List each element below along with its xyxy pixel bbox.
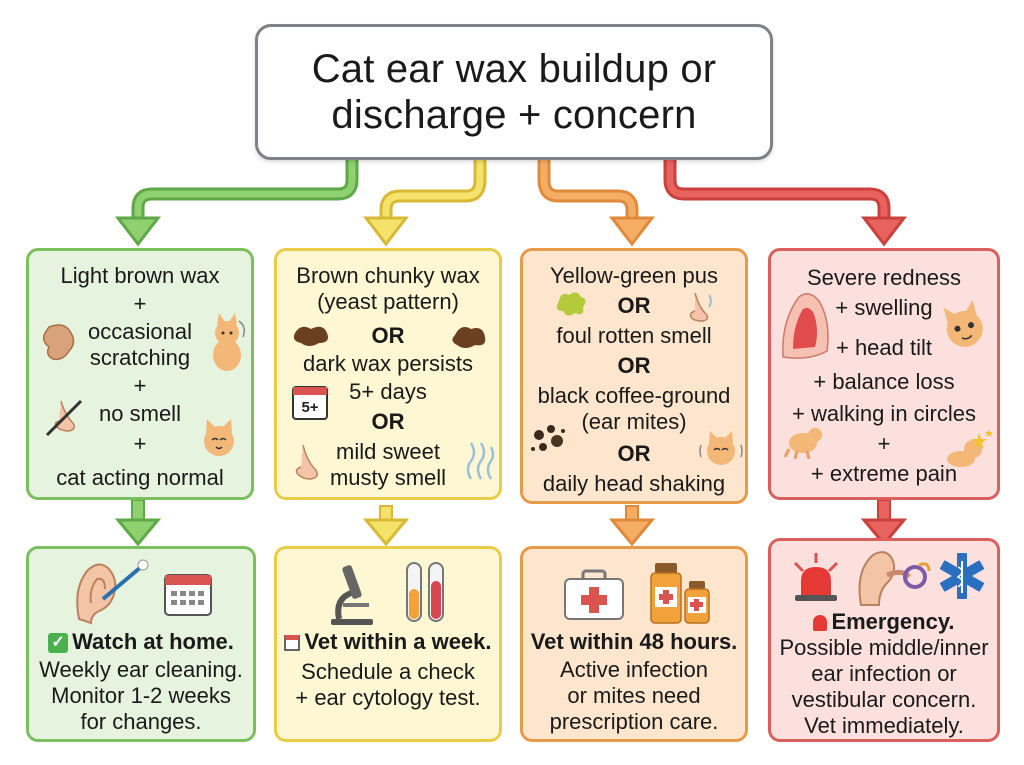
- medicine-bottles-icon: [650, 563, 710, 624]
- condition-line: Severe redness: [806, 265, 962, 290]
- title-line-2: discharge + concern: [331, 93, 697, 137]
- nose-icon: [295, 444, 318, 480]
- result-line: Schedule a check: [301, 659, 475, 684]
- result-line: Possible middle/inner: [779, 635, 989, 660]
- no-smell-nose-icon: [45, 399, 83, 437]
- condition-card-yellow: Brown chunky wax (yeast pattern) OR dark…: [274, 248, 502, 500]
- condition-line: occasional: [88, 319, 192, 344]
- or-label: OR: [617, 441, 651, 466]
- result-line: Monitor 1-2 weeks: [51, 683, 231, 708]
- condition-line: musty smell: [329, 465, 447, 490]
- condition-line: scratching: [89, 345, 191, 370]
- result-line: Active infection: [560, 657, 708, 682]
- medical-star-icon: [939, 553, 985, 599]
- result-card-green: ✓Watch at home. Weekly ear cleaning. Mon…: [26, 546, 256, 742]
- test-tubes-icon: [406, 562, 444, 622]
- result-title: Vet within 48 hours.: [530, 629, 738, 654]
- inflamed-ear-icon: [782, 293, 829, 359]
- condition-line: + extreme pain: [810, 461, 958, 486]
- or-label: OR: [371, 409, 405, 434]
- red-arrowhead: [860, 216, 908, 247]
- yellow-connector: [379, 149, 487, 229]
- condition-card-green: Light brown wax + occasional scratching …: [26, 248, 254, 500]
- or-label: OR: [371, 323, 405, 348]
- dizzy-cat-icon: [947, 429, 993, 467]
- condition-line: (ear mites): [581, 409, 687, 434]
- calm-cat-icon: [204, 419, 234, 456]
- result-line: Weekly ear cleaning.: [39, 657, 243, 682]
- result-title: Vet within a week.: [277, 629, 499, 655]
- condition-line: daily head shaking: [542, 471, 726, 496]
- wax-glob-icon: [42, 324, 75, 361]
- yellow-arrowhead: [362, 216, 410, 247]
- smell-waves-icon: [466, 442, 495, 480]
- result-card-red: Emergency. Possible middle/inner ear inf…: [768, 538, 1000, 742]
- orange-connector: [537, 149, 639, 229]
- condition-card-red: Severe redness + swelling + head tilt + …: [768, 248, 1000, 500]
- or-label: OR: [617, 353, 651, 378]
- condition-line: cat acting normal: [56, 465, 224, 490]
- result-title: Emergency.: [771, 609, 997, 635]
- calendar-icon: [164, 574, 212, 616]
- result-card-yellow: Vet within a week. Schedule a check + ea…: [274, 546, 502, 742]
- condition-line: 5+ days: [349, 379, 427, 404]
- brown-wax-icon: [293, 326, 328, 346]
- rolling-cat-icon: [783, 428, 822, 459]
- pus-splat-icon: [556, 292, 586, 316]
- condition-line: Yellow-green pus: [550, 263, 718, 288]
- result-line: for changes.: [80, 709, 202, 734]
- condition-line: Light brown wax: [60, 263, 220, 288]
- green-arrowhead: [114, 216, 162, 247]
- condition-line: +: [133, 291, 147, 316]
- orange-arrowhead: [608, 216, 656, 247]
- check-mark-icon: ✓: [48, 633, 69, 654]
- condition-line: (yeast pattern): [317, 289, 459, 314]
- condition-line: + swelling: [835, 295, 933, 320]
- title-box: Cat ear wax buildup or discharge + conce…: [255, 24, 773, 160]
- result-line: Vet immediately.: [804, 713, 964, 738]
- nose-icon: [689, 292, 712, 322]
- title-line-1: Cat ear wax buildup or: [311, 47, 717, 91]
- condition-line: +: [133, 373, 147, 398]
- result-title: ✓Watch at home.: [29, 629, 253, 655]
- head-tilt-cat-icon: [943, 299, 983, 347]
- coffee-ground-icon: [531, 425, 565, 451]
- result-line: + ear cytology test.: [295, 685, 481, 710]
- condition-line: foul rotten smell: [556, 323, 712, 348]
- green-connector: [131, 149, 359, 229]
- calendar-5-plus-icon: 5+: [292, 386, 328, 420]
- inner-ear-icon: [858, 551, 931, 606]
- condition-line: + head tilt: [835, 335, 932, 360]
- red-connector: [663, 149, 891, 229]
- condition-line: Brown chunky wax: [296, 263, 480, 288]
- condition-line: + balance loss: [813, 369, 955, 394]
- condition-line: no smell: [99, 401, 181, 426]
- condition-line: + walking in circles: [791, 401, 976, 426]
- condition-line: mild sweet: [336, 439, 440, 464]
- condition-line: +: [133, 431, 147, 456]
- microscope-icon: [331, 565, 373, 625]
- calendar-icon: [284, 635, 301, 652]
- result-line: or mites need: [567, 683, 701, 708]
- brown-wax-icon: [452, 327, 486, 348]
- condition-line: +: [877, 431, 891, 456]
- calendar-label: 5+: [301, 399, 318, 416]
- head-shaking-cat-icon: [699, 431, 743, 465]
- result-card-orange: Vet within 48 hours. Active infection or…: [520, 546, 748, 742]
- scratching-cat-icon: [213, 313, 246, 371]
- ear-cleaning-icon: [76, 559, 149, 625]
- first-aid-kit-icon: [564, 569, 624, 620]
- result-line: prescription care.: [549, 709, 719, 734]
- condition-line: dark wax persists: [303, 351, 473, 376]
- result-line: ear infection or: [811, 661, 957, 686]
- condition-line: black coffee-ground: [537, 383, 731, 408]
- condition-card-orange: Yellow-green pus OR foul rotten smell OR…: [520, 248, 748, 504]
- siren-icon: [813, 615, 828, 632]
- siren-icon: [793, 553, 839, 601]
- result-line: vestibular concern.: [791, 687, 977, 712]
- or-label: OR: [617, 293, 651, 318]
